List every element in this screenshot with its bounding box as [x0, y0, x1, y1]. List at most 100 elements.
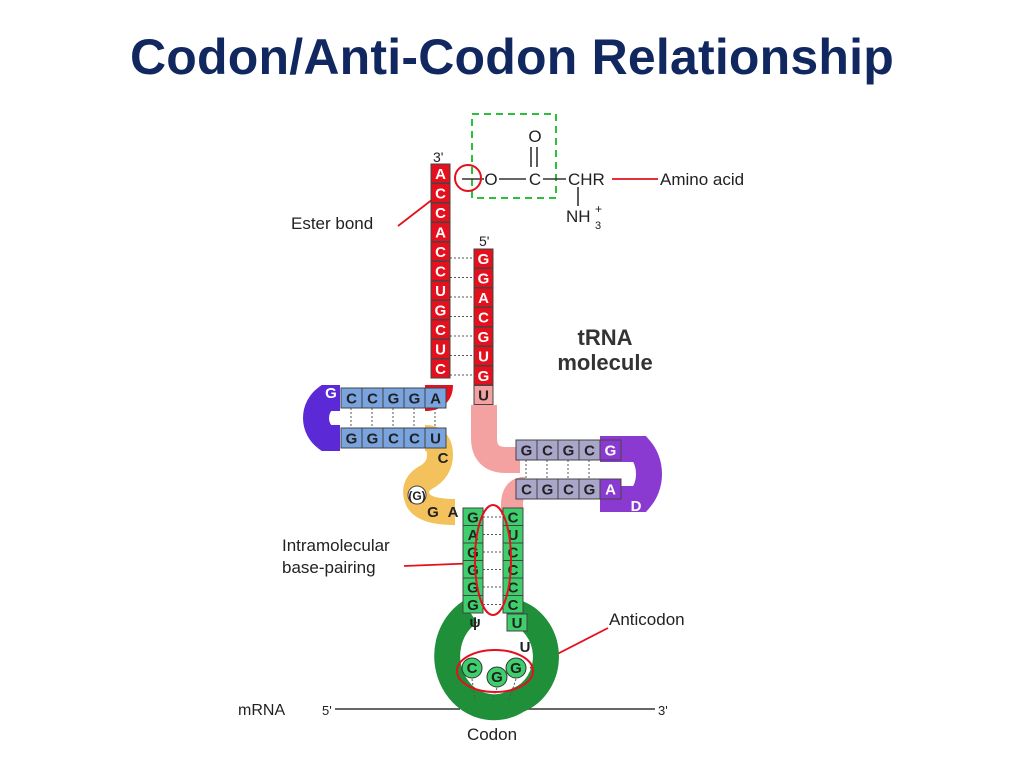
t-arm-top-base-3: C	[584, 443, 595, 460]
acceptor-tail-base: U	[478, 388, 489, 405]
anticodon-label: Anticodon	[609, 610, 685, 629]
t-loop-base-5: G	[673, 487, 685, 504]
codon-label: Codon	[467, 725, 517, 744]
anticodon-base-0: C	[467, 660, 478, 677]
acceptor-left-base-4: C	[435, 244, 446, 261]
base-pair-lines-layer	[350, 257, 590, 701]
anticodon-stem-left-base-3: G	[467, 562, 479, 579]
anticodon-stem-left-base-1: A	[468, 527, 479, 544]
carbon-label: C	[529, 170, 541, 189]
t-loop-base-4: C	[683, 469, 694, 486]
acceptor-tail-backbone	[471, 405, 520, 473]
slide-title: Codon/Anti-Codon Relationship	[129, 29, 894, 85]
nh3-superscript: +	[595, 202, 602, 216]
acceptor-right-base-2: A	[478, 290, 489, 307]
d-arm-bottom-base-2: C	[388, 431, 399, 448]
acceptor-left-base-9: U	[435, 342, 446, 359]
acceptor-left-base-2: C	[435, 205, 446, 222]
acceptor-right-base-3: C	[478, 310, 489, 327]
amino-acid-label: Amino acid	[660, 170, 744, 189]
t-arm-bottom-base-1: G	[542, 482, 554, 499]
anticodon-base-2: G	[510, 660, 522, 677]
acceptor-left-base-8: C	[435, 322, 446, 339]
anticodon-stem-right-base-1: U	[508, 527, 519, 544]
acceptor-right-base-4: G	[478, 329, 490, 346]
acceptor-left-base-0: A	[435, 166, 446, 183]
acceptor-right-base-1: G	[478, 271, 490, 288]
t-arm-bottom-base-4: A	[605, 482, 616, 499]
d-arm-top-base-0: C	[346, 391, 357, 408]
acceptor-left-base-6: U	[435, 283, 446, 300]
t-loop-backbone	[600, 436, 662, 512]
highlight-overlay-layer	[456, 504, 534, 693]
t-arm-top-base-0: G	[521, 443, 533, 460]
acceptor-left-base-5: C	[435, 264, 446, 281]
acceptor-right-base-0: G	[478, 251, 490, 268]
variable-loop-base-0: C	[438, 450, 449, 467]
t-arm-top-base-4-cell	[599, 439, 622, 461]
anticodon-stem-right-base-0: C	[508, 509, 519, 526]
acceptor-left-base-10-cell	[430, 358, 451, 379]
nh3-label: NH	[566, 207, 591, 226]
acceptor-right-base-6: G	[478, 368, 490, 385]
d-loop-base-3: C	[270, 412, 281, 429]
t-arm-bottom-base-2: C	[563, 482, 574, 499]
acceptor-tail-base-cell	[473, 385, 494, 405]
acceptor-right-base-5: U	[478, 349, 489, 366]
anticodon-base-1-cell	[486, 666, 508, 688]
t-loop-base-0: U	[627, 423, 638, 440]
base-pair-line	[471, 678, 476, 701]
d-arm-bottom-base-4: U	[430, 431, 441, 448]
variable-loop-base-2: A	[448, 504, 459, 521]
d-loop-base-4: ψ	[278, 434, 289, 451]
d-arm-top-base-3: G	[409, 391, 421, 408]
t-loop-base-6: G	[652, 498, 664, 515]
t-loop-base-3: D	[681, 450, 692, 467]
oxygen-link-label: O	[484, 170, 497, 189]
t-arm-bottom-base-3: G	[584, 482, 596, 499]
acceptor-left-base-3: A	[435, 225, 446, 242]
amino-acid-group: O O C CHR NH 3 + Amino acid	[454, 113, 744, 232]
t-arm-bottom-base-0: C	[521, 482, 532, 499]
intramolecular-label-line2: base-pairing	[282, 558, 376, 577]
d-arm-top-base-4-cell	[424, 387, 447, 409]
acceptor-left-base-10: C	[435, 361, 446, 378]
trna-label-line1: tRNA	[578, 325, 633, 350]
anticodon-highlight-ellipse	[456, 649, 534, 693]
anticodon-stem-right-base-2: C	[508, 544, 519, 561]
anticodon-loop-backbone	[434, 599, 559, 721]
intramolecular-label-line1: Intramolecular	[282, 536, 390, 555]
ester-bond-label: Ester bond	[291, 214, 373, 233]
variable-loop-circled-cell	[407, 485, 427, 505]
t-arm-top-base-4: G	[605, 443, 617, 460]
anticodon-loop-right-base-cell	[506, 613, 528, 632]
t-arm-top-base-1: C	[542, 443, 553, 460]
variable-loop-circled-base: (G)	[408, 489, 425, 503]
variable-loop-base-1: G	[427, 504, 439, 521]
chr-label: CHR	[568, 170, 605, 189]
d-loop-base-1: A	[304, 378, 315, 395]
anticodon-base-1: G	[491, 669, 503, 686]
mrna-five-prime-label: 5'	[322, 703, 332, 718]
anticodon-stem-left-base-5: G	[467, 597, 479, 614]
anticodon-stem-left-base-4: G	[467, 579, 479, 596]
d-arm-bottom-base-3: C	[409, 431, 420, 448]
anticodon-stem-right-base-3: C	[508, 562, 519, 579]
anticodon-loop-right-base-2: U	[520, 639, 531, 656]
t-arm-bottom-base-4-cell	[599, 478, 622, 500]
amino-acid-highlight-box	[471, 113, 557, 199]
acceptor-left-base-1: C	[435, 186, 446, 203]
d-loop-base-5: T	[303, 442, 312, 459]
anticodon-loop-right-base: U	[512, 615, 523, 632]
t-loop-base-1: A	[650, 422, 661, 439]
nh3-subscript: 3	[595, 220, 601, 232]
acceptor-left-base-7: G	[435, 303, 447, 320]
d-loop-base-0: U	[281, 390, 292, 407]
anticodon-stem-right-base-5: C	[508, 597, 519, 614]
anticodon-loop-psi: ψ	[469, 614, 480, 631]
d-arm-top-base-4: A	[430, 391, 441, 408]
d-arm-bottom-base-1: G	[367, 431, 379, 448]
d-arm-bottom-base-4-cell	[424, 427, 447, 449]
